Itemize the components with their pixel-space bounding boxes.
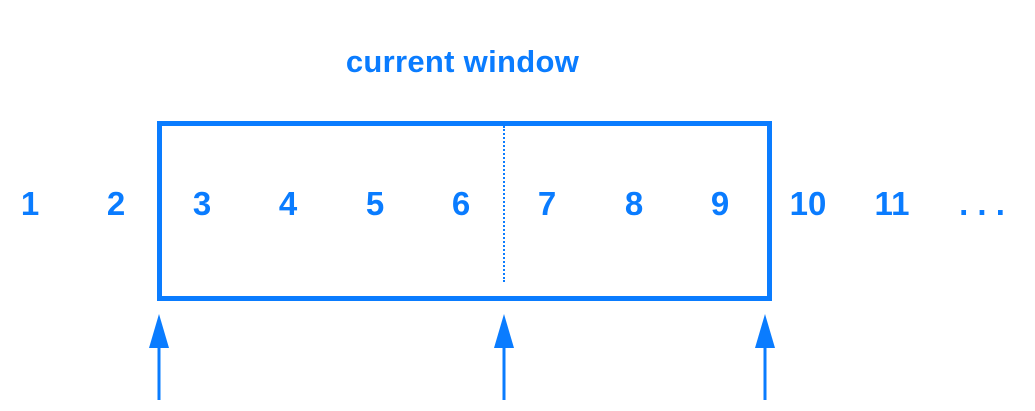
window-start-arrow bbox=[149, 314, 169, 400]
window-midpoint-divider bbox=[503, 126, 505, 282]
sequence-item-8: 8 bbox=[624, 185, 644, 222]
sequence-item-3: 3 bbox=[192, 185, 212, 222]
current-window-box bbox=[157, 121, 772, 301]
sequence-item-11: 11 bbox=[874, 185, 910, 222]
sequence-item-1: 1 bbox=[20, 185, 40, 222]
sequence-item-10: 10 bbox=[789, 185, 827, 222]
sequence-item-6: 6 bbox=[451, 185, 471, 222]
sequence-item-4: 4 bbox=[278, 185, 298, 222]
diagram-title: current window bbox=[345, 44, 580, 79]
window-end-arrow bbox=[755, 314, 775, 400]
sequence-ellipsis: . . . bbox=[959, 185, 1005, 222]
sequence-item-2: 2 bbox=[106, 185, 126, 222]
sequence-item-5: 5 bbox=[365, 185, 385, 222]
window-middle-arrow bbox=[494, 314, 514, 400]
sequence-item-9: 9 bbox=[710, 185, 730, 222]
sequence-item-7: 7 bbox=[537, 185, 557, 222]
